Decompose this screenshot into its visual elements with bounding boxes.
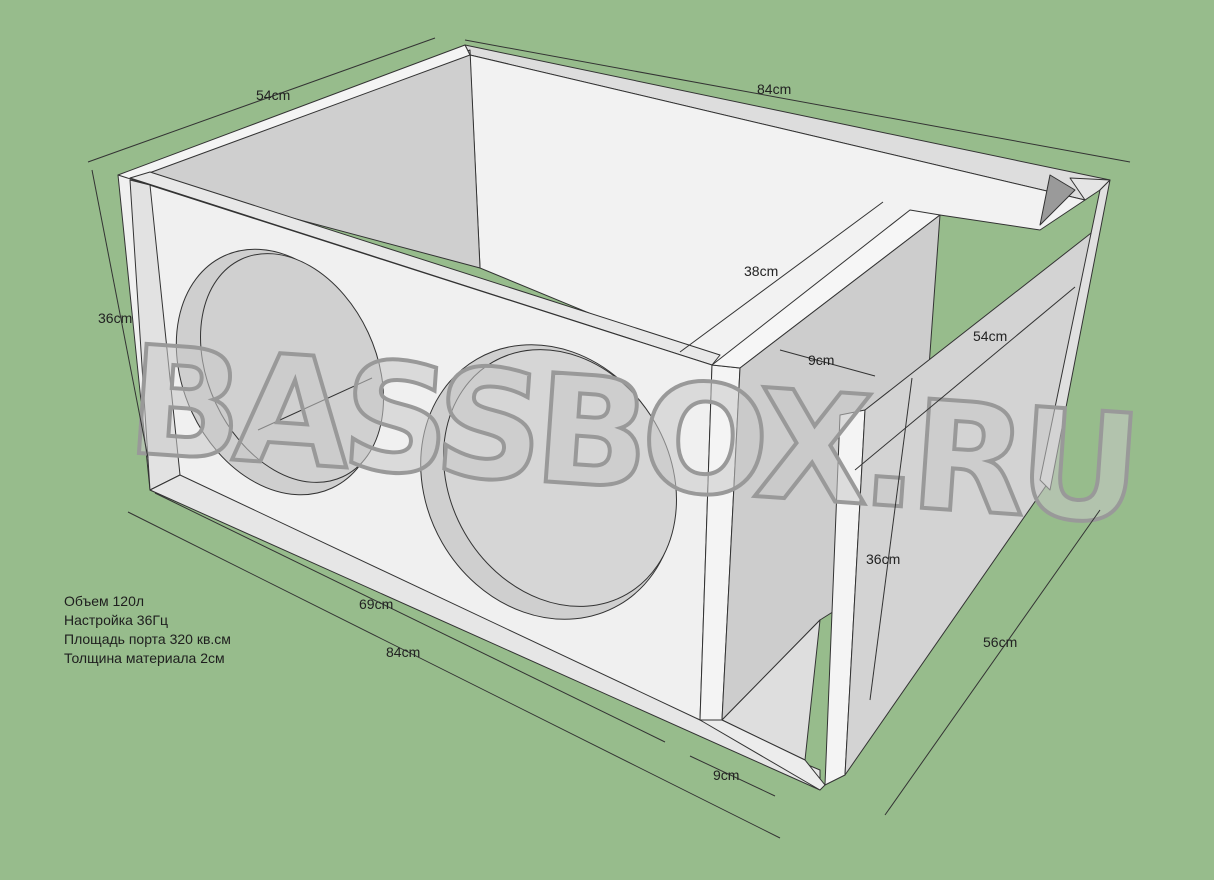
specs-notes: Объем 120л Настройка 36Гц Площадь порта … (64, 592, 231, 668)
dim-outer-length: 84cm (386, 644, 420, 660)
dim-port-gap-bottom: 9cm (713, 767, 739, 783)
note-volume: Объем 120л (64, 593, 145, 609)
dimension-lines (87, 37, 1131, 839)
dim-top-depth: 54cm (256, 87, 290, 103)
right-end-inner (1039, 174, 1076, 226)
note-thickness: Толщина материала 2см (64, 650, 225, 666)
speaker-cutout-2 (420, 344, 677, 620)
speaker-cutout-1 (175, 248, 384, 496)
dim-port-gap-top: 9cm (808, 352, 834, 368)
dim-inner-length: 69cm (359, 596, 393, 612)
dim-side-depth: 54cm (973, 328, 1007, 344)
dim-top-length: 84cm (757, 81, 791, 97)
note-port-area: Площадь порта 320 кв.см (64, 631, 231, 647)
dim-front-height: 36cm (98, 310, 132, 326)
right-end-panel (1039, 179, 1111, 491)
dim-inner-height: 36cm (866, 551, 900, 567)
bottom-front-right (699, 719, 826, 791)
dim-outer-depth: 56cm (983, 634, 1017, 650)
dim-divider-depth: 38cm (744, 263, 778, 279)
note-tuning: Настройка 36Гц (64, 612, 168, 628)
